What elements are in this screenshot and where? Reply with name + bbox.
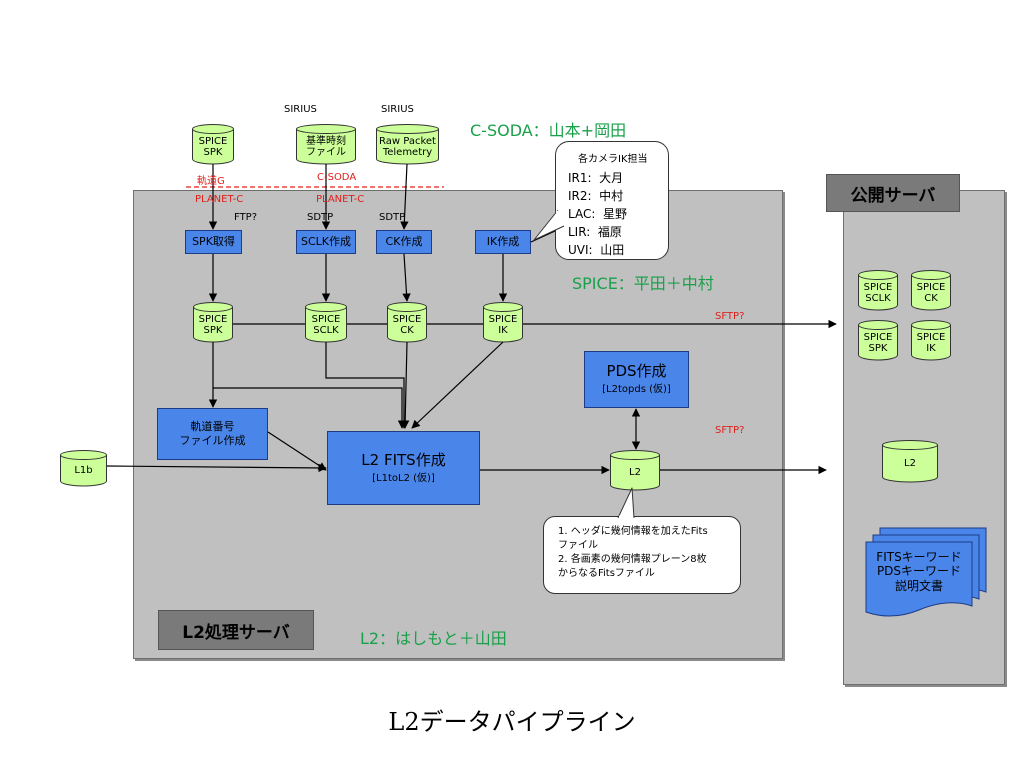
orbit-number-file-process: 軌道番号 ファイル作成 — [157, 408, 268, 460]
csoda-team-label: C-SODA：山本+岡田 — [470, 121, 627, 140]
public-docs-label: FITSキーワード PDSキーワード 説明文書 — [876, 550, 962, 593]
ik-assignment-heading: 各カメラIK担当 — [578, 154, 648, 165]
cylinder-shape — [882, 440, 938, 483]
planet-c-label-2: PLANET-C — [316, 194, 365, 205]
cylinder-shape — [192, 124, 234, 165]
public-docs-shape — [865, 527, 987, 617]
public-l2-cylinder: L2 — [882, 440, 938, 483]
l2-team-label: L2：はしもと＋山田 — [360, 629, 507, 648]
ik-assignment-row: LAC: 星野 — [568, 207, 628, 221]
planet-c-label-1: PLANET-C — [195, 194, 244, 205]
ftp-label: FTP? — [234, 212, 258, 223]
l2-data-cylinder: L2 — [610, 450, 660, 491]
sftp-label-1: SFTP? — [715, 311, 745, 322]
l2-note-tail — [617, 487, 635, 519]
cylinder-shape — [858, 270, 898, 311]
sdtp-label-2: SDTP — [379, 212, 406, 223]
cylinder-shape — [610, 450, 660, 491]
orbit-g-label: 軌道G — [197, 176, 225, 187]
cylinder-shape — [376, 124, 439, 165]
ck-make-process: CK作成 — [376, 230, 432, 254]
spice-team-label: SPICE：平田＋中村 — [572, 274, 714, 293]
sdtp-label-1: SDTP — [307, 212, 334, 223]
cylinder-shape — [911, 270, 951, 311]
diagram-title: L2データパイプライン — [388, 708, 636, 736]
ik-assignment-row: IR1: 大月 — [568, 171, 624, 185]
ik-assignment-row: IR2: 中村 — [568, 189, 624, 203]
sirius-label-1: SIRIUS — [284, 104, 317, 115]
ik-assignment-bubble: 各カメラIK担当 IR1: 大月 IR2: 中村 LAC: 星野 LIR: 福原… — [555, 141, 669, 260]
ik-assignment-row: UVI: 山田 — [568, 243, 625, 257]
pds-make-process: PDS作成 [L2topds (仮)] — [584, 351, 689, 408]
cylinder-shape — [193, 302, 233, 343]
l2-server-label: L2処理サーバ — [158, 610, 314, 650]
ik-bubble-tail — [533, 209, 565, 241]
cylinder-shape — [911, 320, 951, 361]
cylinder-shape — [858, 320, 898, 361]
ik-make-process: IK作成 — [475, 230, 531, 254]
spk-get-process: SPK取得 — [185, 230, 242, 254]
sirius-label-2: SIRIUS — [381, 104, 414, 115]
cylinder-shape — [296, 124, 356, 165]
l2-fits-process: L2 FITS作成 [L1toL2 (仮)] — [327, 431, 480, 505]
l2-note-bubble: 1. ヘッダに幾何情報を加えたFits ファイル 2. 各画素の幾何情報プレーン… — [543, 516, 741, 594]
public-server-label: 公開サーバ — [826, 174, 960, 212]
sclk-make-process: SCLK作成 — [296, 230, 356, 254]
ref-time-file-cylinder: 基準時刻ファイル — [296, 124, 356, 165]
cylinder-shape — [387, 302, 427, 343]
ik-assignment-row: LIR: 福原 — [568, 225, 622, 239]
csoda-org-label: C-SODA — [317, 172, 357, 183]
sftp-label-2: SFTP? — [715, 425, 745, 436]
cylinder-shape — [60, 450, 107, 487]
l1b-data-cylinder: L1b — [60, 450, 107, 487]
